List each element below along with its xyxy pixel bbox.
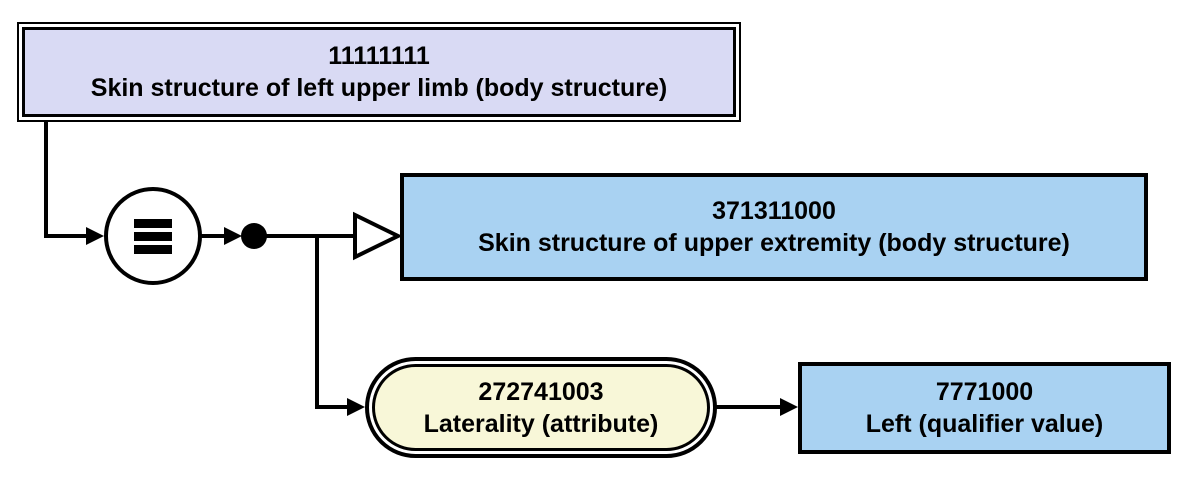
connector-source-to-equivalence	[44, 118, 88, 238]
value-concept-term: Left (qualifier value)	[865, 410, 1104, 438]
supertype-concept-term: Skin structure of upper extremity (body …	[478, 229, 1070, 257]
supertype-concept-id: 371311000	[712, 197, 836, 225]
equivalence-bar	[134, 231, 172, 241]
attribute-node-body: 272741003 Laterality (attribute)	[372, 364, 710, 451]
source-concept-body: 11111111 Skin structure of left upper li…	[22, 27, 736, 117]
source-concept-node: 11111111 Skin structure of left upper li…	[17, 22, 741, 122]
arrowhead-into-dot-icon	[224, 227, 242, 245]
connector-branch-to-attribute	[315, 236, 348, 409]
arrowhead-into-attribute-icon	[347, 398, 365, 416]
equivalence-icon	[134, 218, 172, 254]
source-concept-term: Skin structure of left upper limb (body …	[90, 74, 668, 102]
equivalence-bar	[134, 244, 172, 254]
value-concept-node: 7771000 Left (qualifier value)	[798, 362, 1171, 454]
attribute-concept-term: Laterality (attribute)	[423, 409, 659, 438]
arrowhead-into-equivalence-icon	[86, 227, 104, 245]
isa-open-triangle-icon	[353, 211, 403, 261]
equivalence-circle	[104, 187, 202, 285]
supertype-concept-node: 371311000 Skin structure of upper extrem…	[400, 173, 1148, 281]
attribute-concept-id: 272741003	[478, 377, 604, 406]
equivalence-bar	[134, 218, 172, 228]
attribute-node: 272741003 Laterality (attribute)	[365, 357, 717, 458]
arrowhead-into-value-icon	[780, 398, 798, 416]
value-concept-id: 7771000	[935, 378, 1034, 406]
source-concept-id: 11111111	[328, 42, 430, 70]
